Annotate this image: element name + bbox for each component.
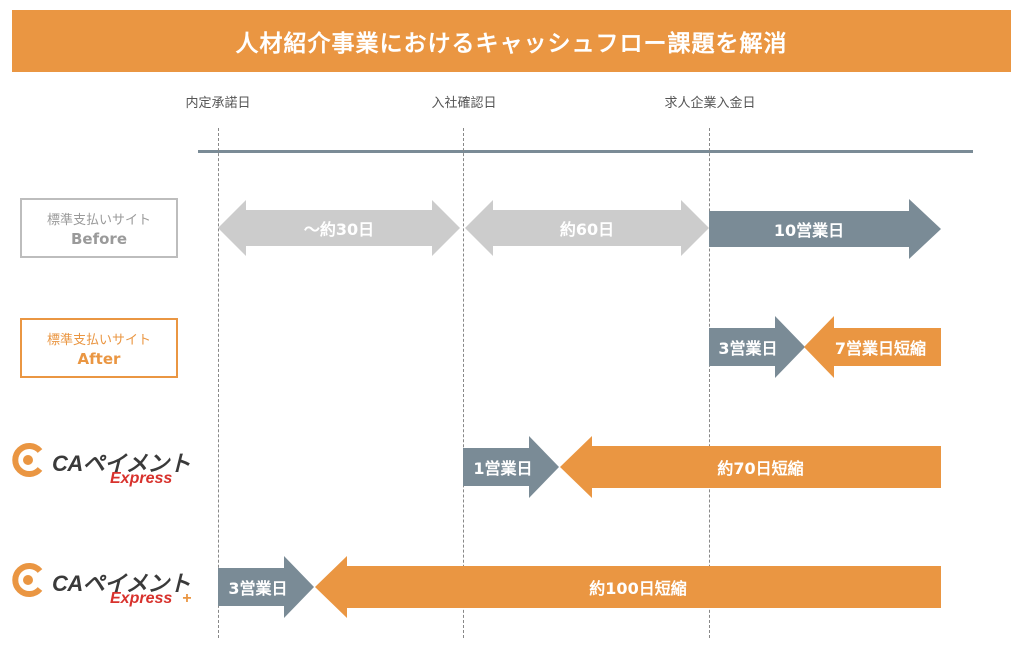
dashed-guide-offer [218, 128, 219, 638]
ca-plus-logo-express: Express [110, 590, 173, 607]
arrow-express-70days-saved-label: 約70日短縮 [717, 459, 804, 478]
dashed-guide-payment [709, 128, 710, 638]
arrow-before-60days-label: 約60日 [559, 220, 615, 239]
arrow-before-10bizdays-label: 10営業日 [773, 221, 845, 240]
ca-logo-express: Express [110, 470, 173, 487]
title-banner: 人材紹介事業におけるキャッシュフロー課題を解消 [12, 10, 1011, 72]
ca-plus-logo-text: CAペイメント [52, 571, 191, 596]
arrow-after-7days-saved-label: 7営業日短縮 [834, 339, 927, 358]
milestone-offer-accept: 内定承諾日 [185, 96, 251, 111]
milestone-join-confirm: 入社確認日 [431, 96, 497, 111]
arrow-express-70days-saved: 約70日短縮 [560, 436, 941, 498]
ca-logo-mark-plus-icon [12, 563, 43, 597]
arrow-express-plus-100days-saved: 約100日短縮 [315, 556, 941, 618]
arrow-after-3bizdays-label: 3営業日 [718, 339, 778, 358]
arrow-before-60days: 約60日 [465, 198, 709, 258]
arrow-express-1bizday: 1営業日 [463, 436, 559, 498]
ca-payment-express-logo: CAペイメント Express [10, 440, 200, 490]
after-label-line2: After [77, 349, 121, 368]
arrow-before-30days: 〜約30日 [218, 198, 460, 258]
arrow-express-plus-100days-saved-label: 約100日短縮 [589, 579, 687, 598]
arrow-express-1bizday-label: 1営業日 [473, 459, 533, 478]
dashed-guide-join [463, 128, 464, 638]
arrow-express-plus-3bizdays-label: 3営業日 [228, 579, 288, 598]
ca-plus-logo-plus: + [182, 590, 192, 607]
arrow-after-3bizdays: 3営業日 [709, 316, 805, 378]
arrow-express-plus-3bizdays: 3営業日 [218, 556, 314, 618]
arrow-before-10bizdays: 10営業日 [709, 198, 941, 260]
milestone-payment: 求人企業入金日 [664, 96, 756, 111]
arrow-before-30days-label: 〜約30日 [303, 220, 375, 239]
before-label-box: 標準支払いサイト Before [20, 198, 178, 258]
ca-logo-mark-icon [12, 443, 43, 477]
ca-payment-express-plus-logo: CAペイメント Express + [10, 560, 200, 610]
after-label-box: 標準支払いサイト After [20, 318, 178, 378]
timeline-axis [198, 150, 973, 153]
after-label-line1: 標準支払いサイト [46, 332, 151, 348]
arrow-after-7days-saved: 7営業日短縮 [804, 316, 941, 378]
page-title: 人材紹介事業におけるキャッシュフロー課題を解消 [235, 31, 788, 57]
before-label-line2: Before [70, 229, 127, 248]
before-label-line1: 標準支払いサイト [46, 212, 151, 228]
ca-logo-text: CAペイメント [52, 451, 191, 476]
